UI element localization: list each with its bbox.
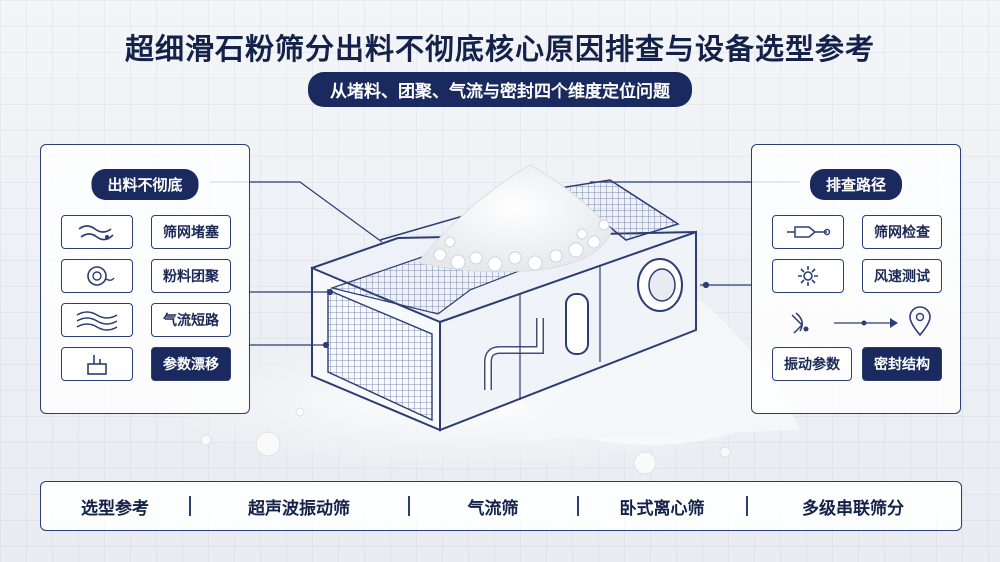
location-pin-icon: [909, 306, 931, 337]
cause-label: 筛网堵塞: [151, 215, 231, 249]
arrow-right-icon: [834, 318, 898, 328]
cause-row-parameter-drift: 参数漂移: [61, 347, 231, 381]
gauge-panel-icon: [61, 347, 133, 381]
mesh-inspect-icon: [772, 215, 844, 249]
equipment-selection-bar: 选型参考 超声波振动筛 气流筛 卧式离心筛 多级串联筛分: [40, 481, 962, 531]
page-subtitle: 从堵料、团聚、气流与密封四个维度定位问题: [308, 72, 692, 107]
left-panel-header: 出料不彻底: [91, 169, 199, 200]
cause-label: 粉料团聚: [151, 259, 231, 293]
cause-row-agglomeration: 粉料团聚: [61, 259, 231, 293]
option-air-flow-sieve: 气流筛: [467, 498, 519, 519]
cause-row-mesh-blockage: 筛网堵塞: [61, 215, 231, 249]
separator: [577, 496, 579, 516]
check-label-vibration: 振动参数: [772, 347, 852, 381]
separator: [408, 496, 410, 516]
check-label-seal-highlight: 密封结构: [862, 347, 942, 381]
gear-icon: [772, 259, 844, 293]
left-panel-causes: 出料不彻底 筛网堵塞 粉料团聚 气流短路 参数漂移: [40, 144, 250, 414]
option-horizontal-centrifugal-sieve: 卧式离心筛: [619, 498, 705, 519]
separator: [189, 496, 191, 516]
check-row-params-seal: 振动参数 密封结构: [772, 347, 942, 381]
mesh-blockage-icon: [61, 215, 133, 249]
check-label: 筛网检查: [862, 215, 942, 249]
powder-pile: [417, 164, 613, 273]
powder-agglomeration-icon: [61, 259, 133, 293]
troubleshoot-flow: [772, 305, 942, 345]
airflow-icon: [61, 303, 133, 337]
cause-label-highlight: 参数漂移: [151, 347, 231, 381]
option-multistage-sieving: 多级串联筛分: [802, 498, 904, 519]
check-label: 风速测试: [862, 259, 942, 293]
right-panel-header: 排查路径: [809, 169, 903, 200]
selection-label: 选型参考: [81, 498, 149, 519]
option-ultrasonic-sieve: 超声波振动筛: [248, 498, 350, 519]
cause-row-airflow: 气流短路: [61, 303, 231, 337]
page-title: 超细滑石粉筛分出料不彻底核心原因排查与设备选型参考: [124, 32, 875, 66]
check-row-wind-speed: 风速测试: [772, 259, 942, 293]
cause-label: 气流短路: [151, 303, 231, 337]
right-panel-troubleshooting: 排查路径 筛网检查 风速测试: [751, 144, 961, 414]
separator: [746, 496, 748, 516]
check-row-mesh: 筛网检查: [772, 215, 942, 249]
vibration-icon: [791, 312, 809, 334]
